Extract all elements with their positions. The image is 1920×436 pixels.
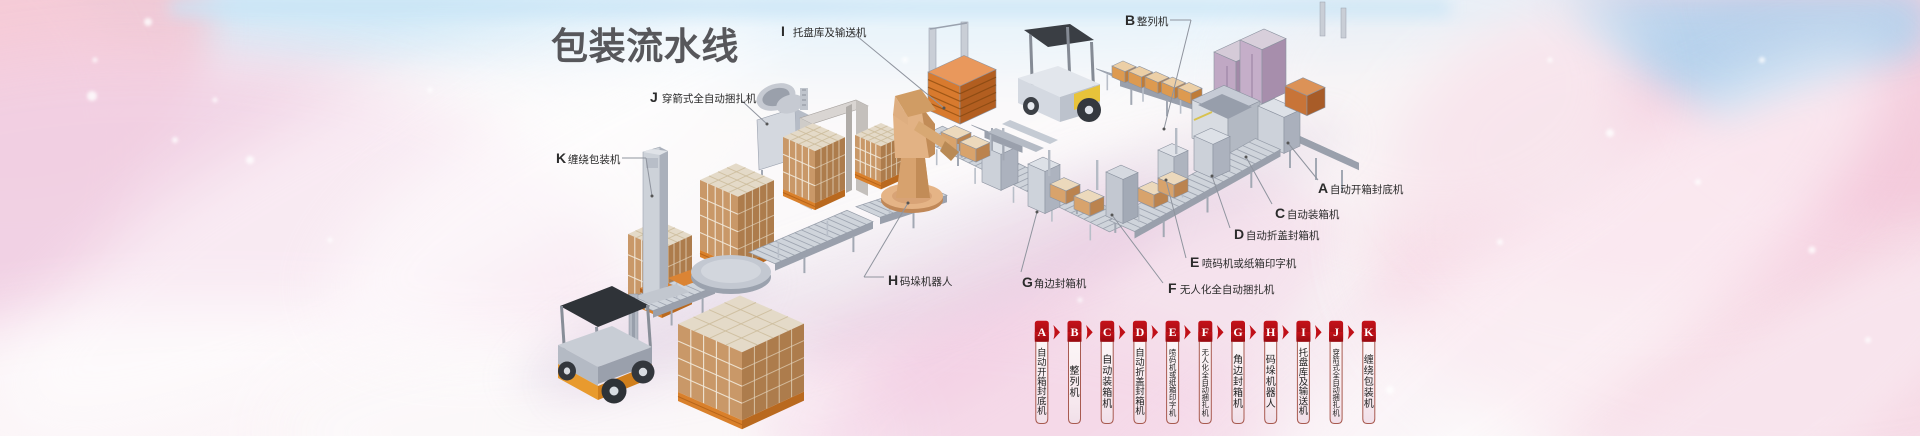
svg-text:穿箭式全自动捆扎机: 穿箭式全自动捆扎机 bbox=[1332, 348, 1340, 417]
svg-text:自动开箱封底机: 自动开箱封底机 bbox=[1037, 347, 1047, 416]
svg-text:I: I bbox=[1301, 325, 1306, 339]
svg-text:自动装箱机: 自动装箱机 bbox=[1102, 353, 1112, 410]
svg-text:整列机: 整列机 bbox=[1070, 364, 1080, 399]
svg-text:自动装箱机: 自动装箱机 bbox=[1287, 208, 1340, 221]
svg-text:托盘库及输送机: 托盘库及输送机 bbox=[1299, 347, 1309, 416]
svg-text:G: G bbox=[1022, 274, 1033, 290]
svg-text:A: A bbox=[1037, 325, 1046, 339]
svg-text:喷码机或纸箱印字机: 喷码机或纸箱印字机 bbox=[1202, 257, 1297, 270]
svg-text:B: B bbox=[1125, 12, 1135, 28]
svg-text:K: K bbox=[1364, 325, 1374, 339]
svg-text:无人化全自动捆扎机: 无人化全自动捆扎机 bbox=[1202, 348, 1210, 417]
svg-text:B: B bbox=[1070, 325, 1078, 339]
svg-text:H: H bbox=[888, 272, 898, 288]
svg-text:C: C bbox=[1103, 325, 1112, 339]
svg-text:A: A bbox=[1318, 180, 1328, 196]
svg-text:J: J bbox=[650, 89, 658, 105]
svg-text:F: F bbox=[1168, 280, 1177, 296]
svg-text:角边封箱机: 角边封箱机 bbox=[1233, 354, 1243, 410]
svg-text:角边封箱机: 角边封箱机 bbox=[1034, 277, 1087, 290]
svg-text:J: J bbox=[1333, 325, 1339, 339]
svg-text:自动开箱封底机: 自动开箱封底机 bbox=[1330, 183, 1404, 196]
svg-text:D: D bbox=[1234, 226, 1244, 242]
svg-text:整列机: 整列机 bbox=[1137, 15, 1169, 28]
svg-text:E: E bbox=[1190, 254, 1199, 270]
svg-text:码垛机器人: 码垛机器人 bbox=[1266, 354, 1276, 410]
svg-text:缠绕包装机: 缠绕包装机 bbox=[1364, 353, 1374, 410]
svg-text:自动折盖封箱机: 自动折盖封箱机 bbox=[1135, 347, 1145, 416]
svg-text:E: E bbox=[1169, 325, 1177, 339]
svg-text:码垛机器人: 码垛机器人 bbox=[900, 275, 953, 288]
svg-text:I: I bbox=[781, 23, 785, 39]
svg-text:F: F bbox=[1202, 325, 1209, 339]
svg-text:自动折盖封箱机: 自动折盖封箱机 bbox=[1246, 229, 1320, 242]
svg-text:K: K bbox=[556, 150, 566, 166]
svg-text:无人化全自动捆扎机: 无人化全自动捆扎机 bbox=[1180, 283, 1275, 296]
svg-text:G: G bbox=[1233, 325, 1242, 339]
svg-text:C: C bbox=[1275, 205, 1285, 221]
svg-text:穿箭式全自动捆扎机: 穿箭式全自动捆扎机 bbox=[662, 92, 757, 105]
svg-text:缠绕包装机: 缠绕包装机 bbox=[568, 153, 621, 166]
svg-text:包装流水线: 包装流水线 bbox=[551, 26, 739, 67]
svg-text:托盘库及输送机: 托盘库及输送机 bbox=[793, 26, 867, 39]
svg-text:H: H bbox=[1266, 325, 1276, 339]
svg-text:D: D bbox=[1136, 325, 1145, 339]
svg-text:喷码机或纸箱印字机: 喷码机或纸箱印字机 bbox=[1169, 348, 1177, 417]
